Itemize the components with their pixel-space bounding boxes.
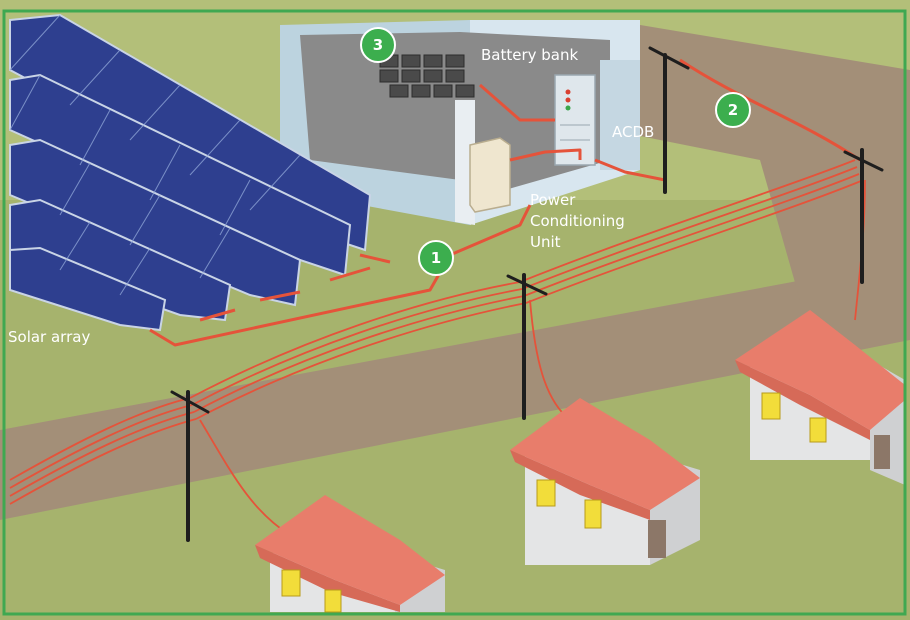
svg-text:1: 1 xyxy=(431,249,441,267)
battery-units xyxy=(379,54,475,98)
pcu-box xyxy=(469,137,511,213)
label-pcu-line3: Unit xyxy=(530,233,561,251)
svg-text:3: 3 xyxy=(373,36,383,54)
label-pcu-line1: Power xyxy=(530,191,576,209)
badge-2: 2 xyxy=(715,92,751,128)
road-branch xyxy=(560,20,910,300)
label-battery-bank: Battery bank xyxy=(481,46,579,64)
road-main xyxy=(0,260,910,520)
label-solar-array: Solar array xyxy=(8,328,90,346)
house-right xyxy=(735,310,905,485)
badge-1: 1 xyxy=(418,240,454,276)
distribution-lines xyxy=(9,159,866,536)
svg-text:2: 2 xyxy=(728,101,738,119)
badge-3: 3 xyxy=(360,27,396,63)
frame-border xyxy=(2,9,907,616)
cable-to-grid xyxy=(679,58,861,162)
solar-array xyxy=(9,13,372,332)
house-middle xyxy=(510,398,700,565)
label-acdb: ACDB xyxy=(612,123,654,141)
house-left xyxy=(255,495,445,613)
label-pcu-line2: Conditioning xyxy=(530,212,625,230)
utility-poles xyxy=(170,46,884,542)
